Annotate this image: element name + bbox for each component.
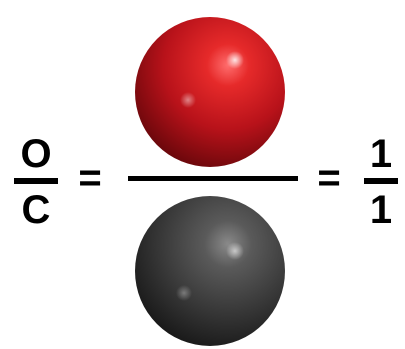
ratio-numerator: 1 [369, 132, 393, 176]
center-fraction-bar [128, 176, 298, 181]
equals-sign-right: = [317, 156, 341, 200]
oxygen-label: O [20, 132, 52, 176]
red-sphere-icon [132, 14, 288, 170]
left-fraction-bar [14, 178, 58, 184]
dark-gray-sphere-icon [132, 193, 288, 349]
equals-sign-left: = [78, 156, 102, 200]
right-fraction-bar [364, 178, 398, 184]
carbon-label: C [21, 188, 51, 232]
ratio-denominator: 1 [369, 188, 393, 232]
